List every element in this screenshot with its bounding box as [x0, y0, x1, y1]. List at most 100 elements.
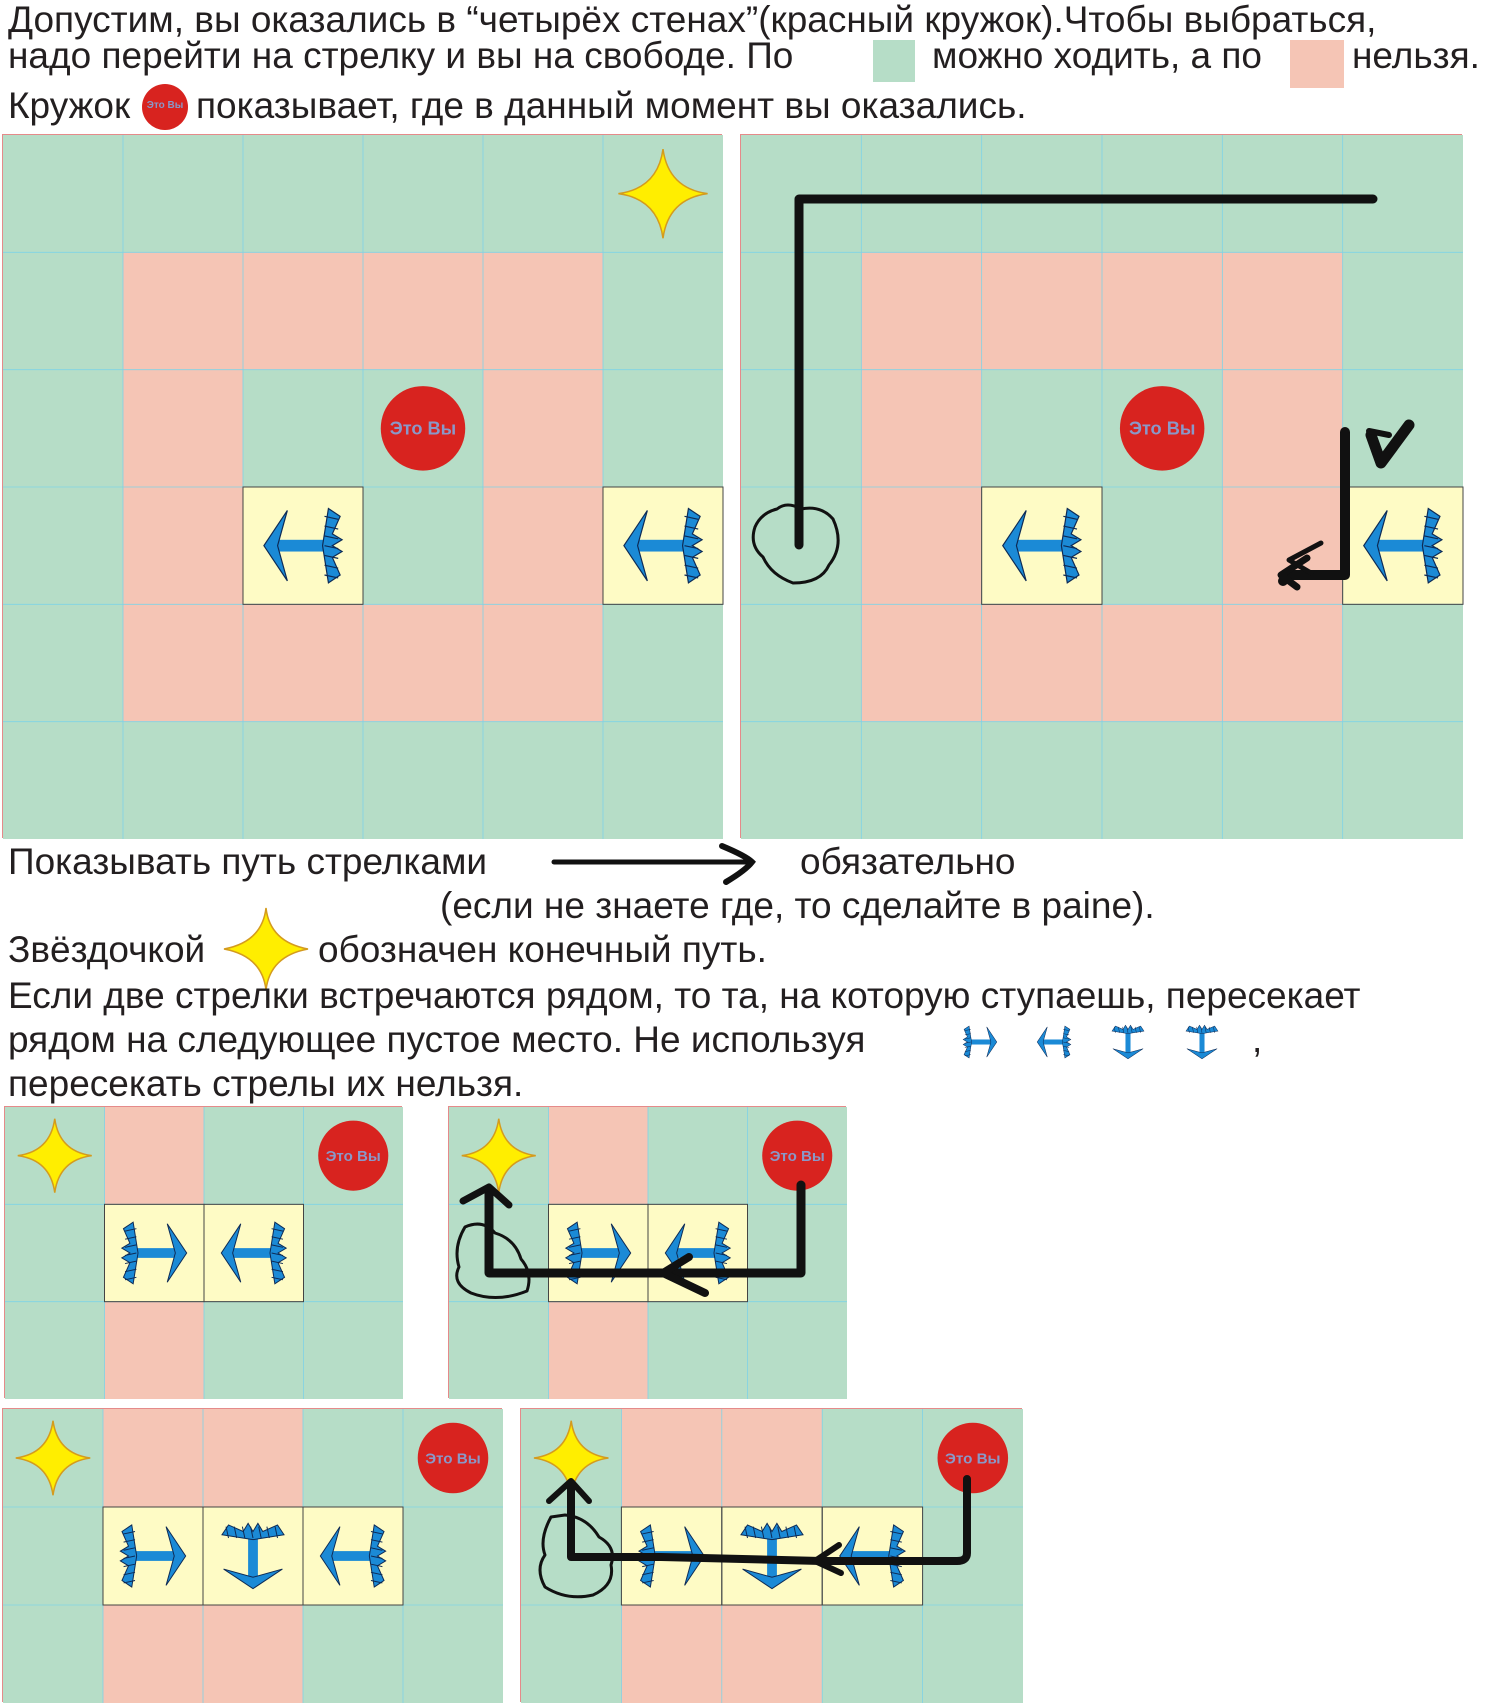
walkable-cell: [243, 721, 363, 839]
blocked-cell: [981, 604, 1102, 722]
blocked-cell: [861, 252, 982, 370]
star-icon: [17, 1118, 92, 1193]
example-arrow-icon: [551, 843, 756, 885]
arrow-cell-border: [981, 486, 1103, 605]
paint-note-text: (если не знаете где, то сделайте в paine…: [440, 885, 1155, 926]
you-circle: [318, 1120, 389, 1191]
walkable-cell: [1102, 487, 1223, 605]
walkable-cell: [741, 604, 862, 722]
rule-line-1: Если две стрелки встречаются рядом, то т…: [8, 975, 1361, 1016]
you-circle: [762, 1120, 833, 1191]
walkable-cell: [3, 721, 123, 839]
rule-line-3: пересекать стрелы их нельзя.: [8, 1063, 524, 1104]
you-circle-legend: Это Вы: [142, 84, 188, 130]
you-circle: [937, 1422, 1009, 1494]
star-icon-legend: [223, 907, 309, 991]
blocked-cell: [104, 1107, 204, 1205]
blocked-cell: [363, 604, 483, 722]
blocked-cell: [483, 604, 603, 722]
arrow-cell-border: [302, 1506, 404, 1606]
rule-line-2: рядом на следующее пустое место. Не испо…: [8, 1019, 866, 1060]
walkable-cell: [5, 1301, 105, 1399]
blocked-cell: [981, 252, 1102, 370]
blocked-cell: [621, 1605, 722, 1703]
left-arrow-icon: [1036, 1025, 1072, 1059]
you-circle: [1119, 386, 1205, 471]
star-text-a: Звёздочкой: [8, 929, 206, 970]
walkable-cell: [603, 604, 723, 722]
left-arrow-icon: [319, 1524, 387, 1588]
path-stroke: [546, 1478, 592, 1504]
walkable-cell: [403, 1605, 503, 1703]
walkable-cell: [648, 1107, 748, 1205]
blocked-cell: [548, 1301, 648, 1399]
walkable-cell: [363, 135, 483, 253]
walkable-cell: [449, 1204, 549, 1302]
blocked-cell: [483, 369, 603, 487]
walkable-cell: [123, 721, 243, 839]
check-stroke: [1365, 419, 1415, 469]
board-example1-puzzle: Это Вы: [4, 1106, 403, 1399]
walkable-cell: [303, 1204, 403, 1302]
star-icon: [15, 1420, 91, 1496]
walkable-cell: [741, 721, 862, 839]
board-main-puzzle: Это Вы: [2, 134, 724, 839]
blocked-cell: [1102, 604, 1223, 722]
walkable-cell: [981, 369, 1102, 487]
walkable-cell: [3, 487, 123, 605]
board-example1-solution-svg: Это Вы: [449, 1107, 847, 1399]
blocked-cell: [721, 1409, 823, 1507]
walkable-cell: [1342, 721, 1463, 839]
walkable-cell: [1102, 135, 1223, 253]
walkable-cell: [363, 487, 483, 605]
you-circle: [417, 1422, 489, 1494]
board-example2-solution-svg: Это Вы: [521, 1409, 1023, 1703]
walkable-cell: [243, 135, 363, 253]
walkable-cell: [521, 1605, 622, 1703]
walkable-cell: [603, 721, 723, 839]
walkable-cell: [861, 135, 982, 253]
walkable-cell: [3, 135, 123, 253]
walkable-cell: [822, 1409, 923, 1507]
path-stroke: [459, 1183, 513, 1209]
intro-line-2c: нельзя.: [1352, 35, 1480, 76]
walkable-cell: [3, 252, 123, 370]
blocked-cell: [861, 369, 982, 487]
arrow-cell-border: [647, 1203, 748, 1303]
walkable-cell: [3, 1507, 103, 1605]
blocked-cell: [123, 252, 243, 370]
board-example1-solution: Это Вы: [448, 1106, 847, 1399]
blocked-cell: [1102, 252, 1223, 370]
rule-line-2-end: ,: [1252, 1019, 1263, 1060]
left-arrow-icon: [1002, 507, 1083, 584]
intro-line-1: Допустим, вы оказались в “четырёх стенах…: [8, 0, 1377, 40]
you-label: Это Вы: [945, 1450, 1000, 1467]
blocked-cell: [203, 1605, 303, 1703]
vertical-arrow-icon: [1185, 1024, 1219, 1060]
blocked-cell: [243, 604, 363, 722]
blocked-cell: [123, 604, 243, 722]
walkable-cell: [3, 369, 123, 487]
board-example2-puzzle-svg: Это Вы: [3, 1409, 503, 1703]
arrow-cell-border: [203, 1203, 304, 1303]
scribble-stroke: [455, 1222, 531, 1299]
walkable-cell: [363, 721, 483, 839]
left-arrow-icon: [664, 1221, 732, 1285]
walkable-cell: [303, 1605, 403, 1703]
you-label: Это Вы: [770, 1148, 825, 1165]
walkable-cell: [861, 721, 982, 839]
walkable-cell: [922, 1605, 1023, 1703]
blocked-cell: [548, 1107, 648, 1205]
board-example2-solution: Это Вы: [520, 1408, 1023, 1703]
you-label: Это Вы: [425, 1450, 480, 1467]
blocked-cell: [203, 1409, 303, 1507]
intro-line-2b: можно ходить, а по: [932, 35, 1263, 76]
intro-line-2a: надо перейти на стрелку и вы на свободе.…: [8, 35, 794, 76]
you-label: Это Вы: [146, 100, 184, 111]
path-stroke: [812, 1542, 844, 1576]
walkable-cell: [303, 1301, 403, 1399]
walkable-cell: [1222, 135, 1343, 253]
star-icon: [618, 148, 708, 239]
path-stroke: [659, 1253, 709, 1297]
intro-line-3a: Кружок: [8, 85, 131, 126]
